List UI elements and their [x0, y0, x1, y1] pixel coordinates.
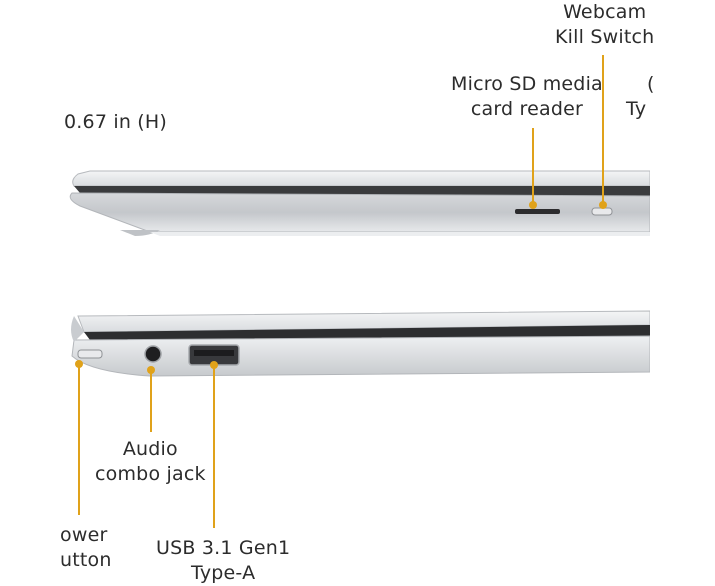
laptop-right-side-view: [69, 170, 651, 236]
usb-port-label: USB 3.1 Gen1 Type-A: [156, 537, 291, 584]
power-button-label: ower utton: [60, 524, 112, 571]
micro-sd-slot: [515, 209, 560, 214]
laptop-left-side-view: [71, 310, 651, 377]
crop-edge: [650, 0, 715, 585]
micro-sd-label: Micro SD media card reader: [451, 73, 603, 120]
audio-combo-jack-label: Audio combo jack: [95, 438, 206, 485]
webcam-kill-switch-label: Webcam Kill Switch: [555, 1, 655, 48]
power-button: [77, 349, 103, 359]
callout-lines: [75, 55, 607, 528]
audio-jack: [144, 345, 162, 363]
height-dimension-label: 0.67 in (H): [64, 111, 168, 133]
webcam-kill-switch: [591, 207, 613, 216]
type-c-label-partial: ( Ty: [626, 73, 655, 120]
